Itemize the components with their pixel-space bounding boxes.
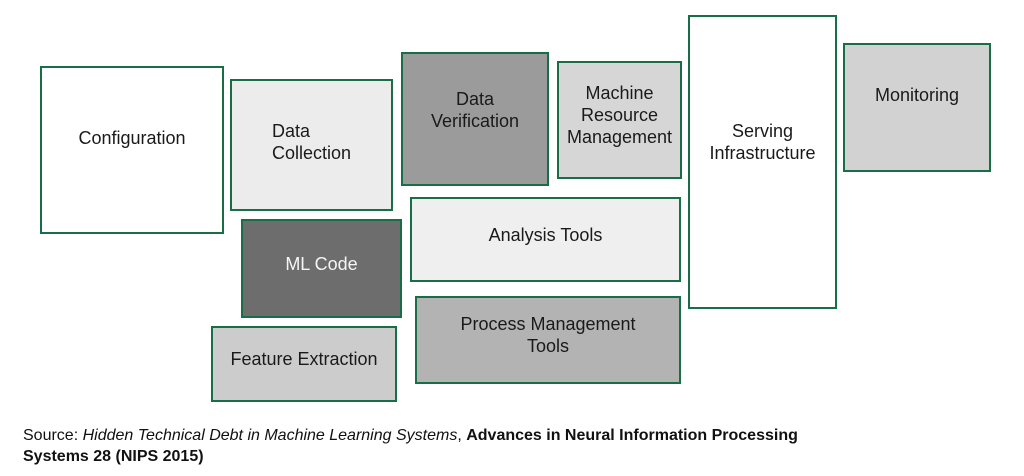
box-serving-infrastructure-label: Serving Infrastructure (709, 121, 816, 163)
box-data-verification: Data Verification (401, 52, 549, 186)
box-feature-extraction: Feature Extraction (211, 326, 397, 402)
box-serving-infrastructure: Serving Infrastructure (688, 15, 837, 309)
box-data-verification-label: Data Verification (430, 89, 520, 131)
source-venue-line1: Advances in Neural Information Processin… (466, 427, 798, 444)
box-machine-resource-management-label: Machine Resource Management (566, 83, 673, 147)
box-machine-resource-management: Machine Resource Management (557, 61, 682, 179)
box-configuration-label: Configuration (78, 128, 186, 149)
source-paper-title: Hidden Technical Debt in Machine Learnin… (82, 427, 458, 444)
source-separator: , (457, 427, 467, 444)
box-data-collection-label: Data Collection (271, 121, 352, 163)
source-citation: Source: Hidden Technical Debt in Machine… (23, 425, 943, 467)
box-process-management-tools: Process Management Tools (415, 296, 681, 384)
box-analysis-tools: Analysis Tools (410, 197, 681, 282)
box-monitoring: Monitoring (843, 43, 991, 172)
box-feature-extraction-label: Feature Extraction (230, 349, 378, 370)
box-analysis-tools-label: Analysis Tools (488, 224, 603, 245)
box-ml-code-label: ML Code (285, 253, 358, 274)
box-data-collection: Data Collection (230, 79, 393, 211)
source-prefix: Source: (23, 427, 83, 444)
box-monitoring-label: Monitoring (874, 84, 960, 105)
box-ml-code: ML Code (241, 219, 402, 318)
box-process-management-tools-label: Process Management Tools (460, 314, 636, 356)
box-configuration: Configuration (40, 66, 224, 234)
source-venue-line2: Systems 28 (NIPS 2015) (23, 448, 204, 466)
